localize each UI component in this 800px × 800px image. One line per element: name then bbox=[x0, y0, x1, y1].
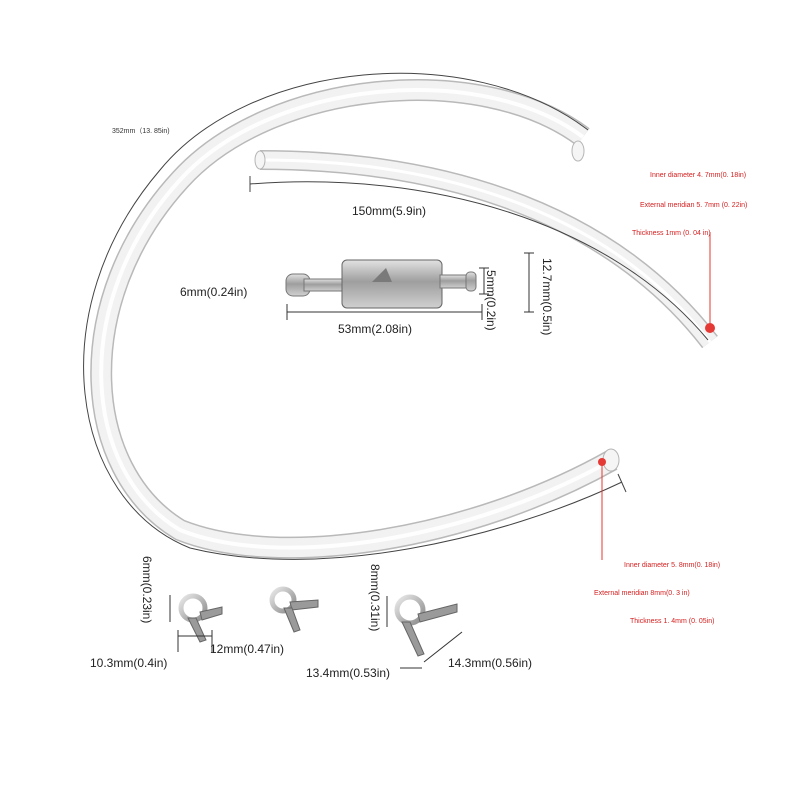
filter-inlet-label: 6mm(0.24in) bbox=[180, 285, 248, 299]
clamp-small bbox=[178, 593, 223, 643]
filter-body-label: 12.7mm(0.5in) bbox=[540, 258, 554, 336]
short-tube-dimension-arc bbox=[249, 181, 709, 341]
short-tube-thickness: Thickness 1mm (0. 04 in) bbox=[632, 230, 711, 237]
short-tube-spec-marker bbox=[705, 323, 715, 333]
long-tube bbox=[90, 79, 620, 559]
long-tube-length-label: 352mm（13. 85in) bbox=[112, 128, 170, 135]
clamp-small-width-label: 10.3mm(0.4in) bbox=[90, 656, 168, 670]
clamp-mid bbox=[269, 586, 319, 633]
clamp-small-height-label: 6mm(0.23in) bbox=[140, 556, 154, 624]
short-tube-inner-diameter: Inner diameter 4. 7mm(0. 18in) bbox=[650, 172, 747, 179]
clamp-large-depth-dim bbox=[423, 631, 463, 663]
long-tube-thickness: Thickness 1. 4mm (0. 05in) bbox=[630, 618, 715, 625]
clamp-large-width-label: 13.4mm(0.53in) bbox=[306, 666, 391, 680]
clamp-large-depth-label: 14.3mm(0.56in) bbox=[448, 656, 533, 670]
long-tube-inner-diameter: Inner diameter 5. 8mm(0. 18in) bbox=[624, 562, 721, 569]
filter-length-label: 53mm(2.08in) bbox=[338, 322, 413, 336]
clamp-large-height-label: 8mm(0.31in) bbox=[368, 564, 382, 632]
clamp-large bbox=[394, 594, 458, 657]
long-tube-dimension-arc bbox=[83, 72, 623, 560]
filter-nozzle-label: 5mm(0.2in) bbox=[484, 270, 498, 331]
short-tube bbox=[254, 150, 718, 349]
long-tube-dim-tick bbox=[617, 473, 627, 493]
long-tube-outer-diameter: External meridian 8mm(0. 3 in) bbox=[594, 590, 690, 597]
short-tube-length-label: 150mm(5.9in) bbox=[352, 204, 427, 218]
long-tube-spec-marker bbox=[598, 458, 606, 466]
short-tube-outer-diameter: External meridian 5. 7mm (0. 22in) bbox=[640, 202, 748, 209]
fuel-filter bbox=[285, 259, 477, 309]
clamp-mid-width-label: 12mm(0.47in) bbox=[210, 642, 285, 656]
